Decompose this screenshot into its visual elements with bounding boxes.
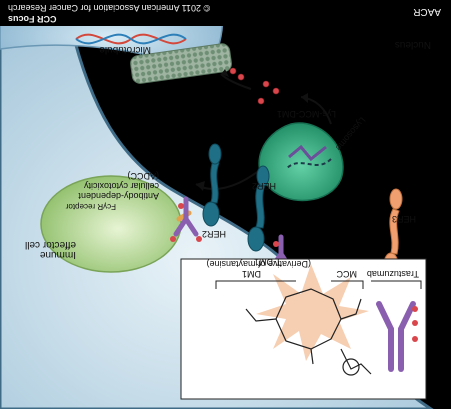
trastuzumab-icon <box>376 301 416 372</box>
header-band <box>0 0 451 26</box>
copyright-line: © 2011 American Association for Cancer R… <box>8 3 211 13</box>
lysosome-contents <box>285 144 332 170</box>
her2-receptor-center <box>247 165 270 252</box>
tdm1-antibody-left <box>173 196 199 237</box>
arrow-to-microtubule <box>220 73 252 90</box>
mcc-linker <box>340 348 372 376</box>
trastuzumab-title: Trastuzumab <box>366 269 419 279</box>
tdm1-payload-left <box>170 203 202 242</box>
arrowheads <box>196 69 308 191</box>
adcc-label: Antibody-dependent cellular cytotoxicity… <box>78 171 159 201</box>
released-payload-dots <box>229 67 280 105</box>
inset-braces <box>215 280 422 289</box>
journal-name: CCR Focus <box>8 14 57 24</box>
dm1-structure <box>245 288 362 365</box>
immune-cell-label: Immune effector cell <box>25 239 76 260</box>
trastuzumab-payload-dots <box>412 306 418 342</box>
aacr-logo: AACR <box>413 6 441 17</box>
fc-receptor-label: FcγR receptor <box>65 202 116 211</box>
dm1-title: DM1 <box>241 269 261 279</box>
mcc-title: MCC <box>336 269 358 279</box>
her3-label: HER3 <box>391 214 416 224</box>
nucleus-label: Nucleus <box>394 39 431 50</box>
lys-mcc-dm1-label: Lys-MCC-DM1 <box>276 109 336 119</box>
lysosome <box>258 122 344 202</box>
microtubule-icon <box>130 43 232 84</box>
dm1-subtitle: (Derivative of maytansine) <box>206 259 311 269</box>
her2-center-label: HER2 <box>251 181 276 191</box>
tdm1-structure-inset <box>180 258 427 400</box>
her2-receptor-left <box>202 143 222 227</box>
her2-left-label: HER2 <box>201 229 226 239</box>
dna-helix-icon <box>75 33 187 45</box>
microtubule-label: Microtubule <box>99 44 151 55</box>
